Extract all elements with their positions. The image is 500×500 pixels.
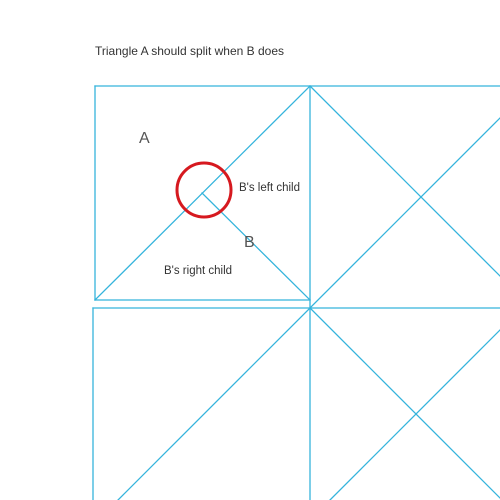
- label-b-left-child: B's left child: [239, 182, 300, 194]
- mesh-edge: [309, 85, 500, 277]
- label-triangle-b: B: [244, 234, 255, 251]
- triangle-mesh: [92, 85, 500, 500]
- label-triangle-a: A: [139, 130, 150, 147]
- mesh-edge: [201, 192, 311, 301]
- mesh-edge: [309, 307, 500, 499]
- mesh-edge: [309, 117, 500, 309]
- label-b-right-child: B's right child: [164, 265, 232, 277]
- diagram-caption: Triangle A should split when B does: [95, 44, 284, 58]
- mesh-edge: [117, 307, 311, 500]
- highlight-circle: [175, 161, 233, 219]
- mesh-edge: [329, 329, 500, 500]
